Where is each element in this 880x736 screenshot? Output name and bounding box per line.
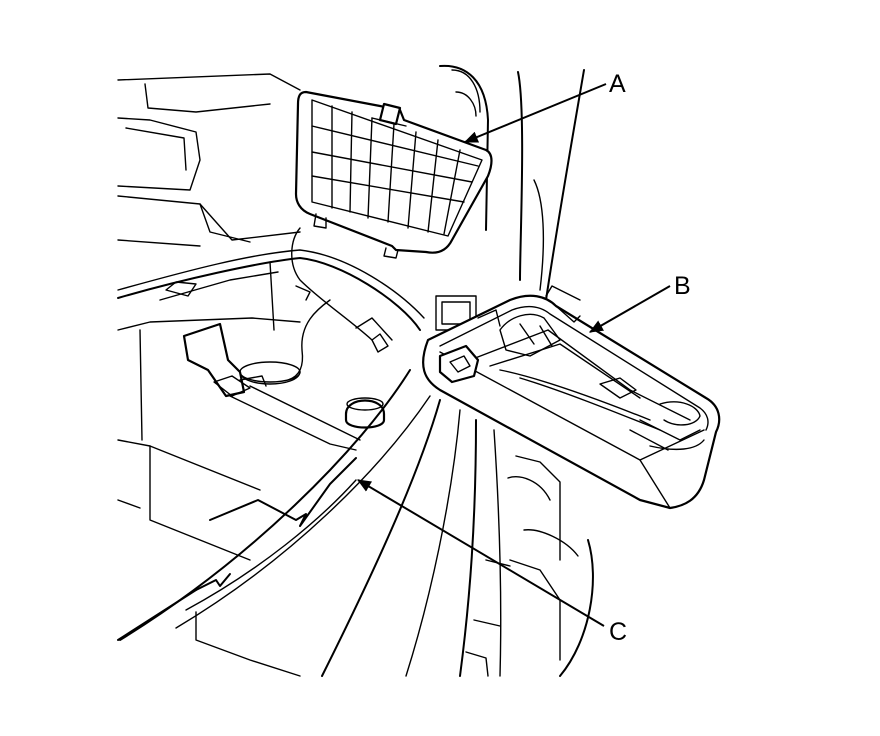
tool-case <box>422 285 721 510</box>
callout-leaders <box>356 83 671 627</box>
callout-a: A <box>609 70 626 98</box>
callout-c: C <box>609 618 627 646</box>
grille-cover <box>294 90 493 259</box>
trunk-interior <box>117 73 425 561</box>
leader-line-c <box>356 479 605 627</box>
callout-b: B <box>674 272 691 300</box>
callout-labels: A B C <box>609 70 691 646</box>
leader-line-b <box>588 285 671 333</box>
leader-line-a <box>463 83 607 143</box>
side-body-panel <box>119 64 594 677</box>
cargo-floor-lid <box>117 457 357 677</box>
